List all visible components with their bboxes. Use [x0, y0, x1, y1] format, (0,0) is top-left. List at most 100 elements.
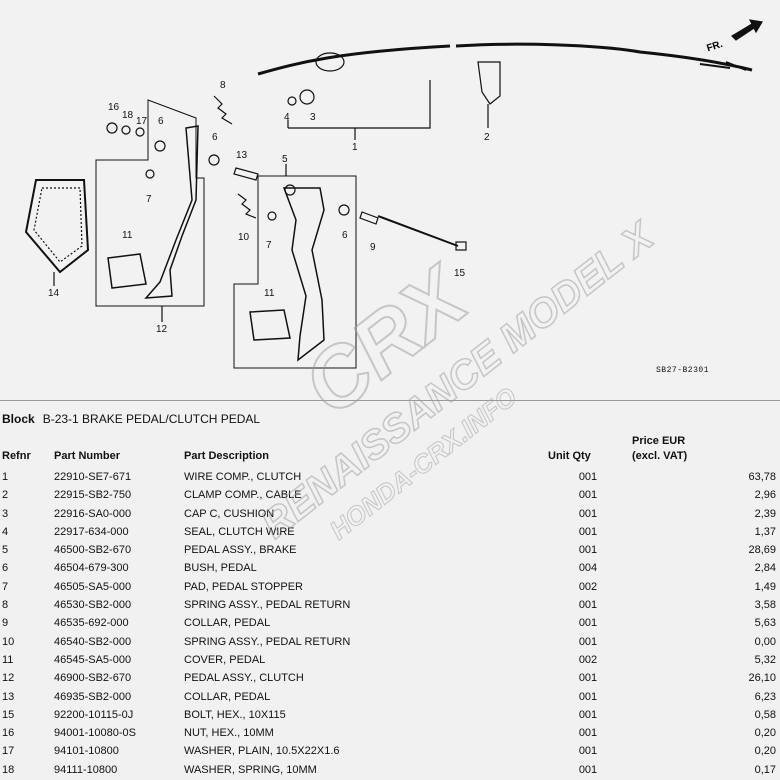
clutch-wire-outer — [455, 42, 753, 72]
callout-14: 14 — [48, 288, 60, 299]
callout-11a: 11 — [122, 230, 133, 241]
cell-unit-qty: 001 — [578, 672, 598, 685]
cell-unit-qty: 001 — [578, 599, 598, 612]
cell-description: SPRING ASSY., PEDAL RETURN — [184, 599, 351, 612]
cell-part-number: 92200-10115-0J — [54, 708, 134, 721]
cell-description: SEAL, CLUTCH WIRE — [184, 525, 295, 538]
header-part-number: Part Number — [54, 450, 121, 462]
exploded-view-drawing: SB27-B2301 FR. 1 2 3 4 5 6 6 6 7 7 8 9 1… — [24, 19, 763, 375]
cell-part-number: 46900-SB2-670 — [54, 672, 132, 685]
brake-pedal-arm — [282, 187, 325, 362]
cell-part-number: 94111-10800 — [54, 763, 118, 776]
cell-part-number: 22916-SA0-000 — [54, 507, 132, 520]
brake-pedal-cover — [249, 309, 291, 341]
washer-17 — [135, 127, 145, 137]
bush-6d — [338, 204, 350, 216]
block-label: Block — [2, 412, 35, 426]
cell-unit-qty: 001 — [578, 507, 598, 520]
cell-refnr: 3 — [2, 507, 9, 520]
cell-refnr: 2 — [2, 489, 9, 502]
callout-1: 1 — [352, 142, 358, 153]
header-unit-qty: Unit Qty — [548, 450, 591, 462]
cell-refnr: 6 — [2, 562, 9, 575]
cell-price: 28,69 — [748, 544, 776, 557]
block-heading: Block B-23-1 BRAKE PEDAL/CLUTCH PEDAL — [2, 412, 260, 426]
cell-refnr: 7 — [2, 580, 9, 593]
header-price-line1: Price EUR — [632, 435, 686, 447]
washer-18 — [121, 125, 131, 135]
cable-boot — [315, 52, 345, 72]
bush-6b — [208, 154, 220, 166]
nut-16 — [106, 122, 118, 134]
cell-refnr: 13 — [2, 690, 15, 703]
callout-7a: 7 — [146, 194, 152, 205]
cell-description: BUSH, PEDAL — [184, 562, 257, 575]
cell-refnr: 17 — [2, 745, 15, 758]
callout-17: 17 — [136, 116, 148, 127]
cell-part-number: 94101-10800 — [54, 745, 119, 758]
cell-part-number: 22915-SB2-750 — [54, 489, 132, 502]
cell-price: 2,39 — [754, 507, 776, 520]
callout-6c: 6 — [342, 230, 348, 241]
cell-refnr: 1 — [2, 471, 9, 483]
cell-description: COLLAR, PEDAL — [184, 690, 271, 703]
cell-unit-qty: 001 — [578, 617, 598, 630]
floor-mat — [24, 179, 90, 274]
cell-part-number: 46535-692-000 — [54, 617, 129, 630]
cell-description: WASHER, SPRING, 10MM — [184, 763, 317, 776]
brake-pedal-group-box — [233, 175, 357, 369]
cell-price: 2,84 — [754, 562, 776, 575]
cell-part-number: 22910-SE7-671 — [54, 471, 132, 483]
cell-unit-qty: 001 — [578, 525, 598, 538]
cell-price: 1,49 — [754, 580, 776, 593]
cell-refnr: 10 — [2, 635, 15, 648]
diagram-code: SB27-B2301 — [656, 366, 709, 375]
cell-price: 6,23 — [754, 690, 776, 703]
cell-description: NUT, HEX., 10MM — [184, 727, 274, 740]
cell-part-number: 22917-634-000 — [54, 525, 129, 538]
callout-11b: 11 — [264, 288, 275, 299]
callout-4: 4 — [284, 112, 290, 123]
bush-6a — [154, 140, 166, 152]
cell-description: PEDAL ASSY., CLUTCH — [184, 672, 304, 685]
block-title: B-23-1 BRAKE PEDAL/CLUTCH PEDAL — [42, 412, 261, 426]
cell-part-number: 46545-SA5-000 — [54, 653, 132, 666]
collar-13 — [233, 167, 259, 181]
clutch-pedal-arm — [144, 125, 199, 299]
cell-price: 5,32 — [754, 653, 776, 666]
cell-price: 3,58 — [754, 599, 776, 612]
pedal-collar — [359, 211, 379, 225]
callout-7b: 7 — [266, 240, 272, 251]
cell-description: SPRING ASSY., PEDAL RETURN — [184, 635, 351, 648]
cell-part-number: 46935-SB2-000 — [54, 690, 132, 703]
cell-unit-qty: 001 — [578, 471, 598, 483]
cell-price: 26,10 — [748, 672, 776, 685]
callout-12: 12 — [156, 324, 168, 335]
cell-unit-qty: 001 — [578, 690, 598, 703]
parts-table: Refnr Part Number Part Description Unit … — [0, 434, 780, 779]
callout-16: 16 — [108, 102, 120, 113]
bush-6c — [284, 184, 296, 196]
cell-part-number: 46530-SB2-000 — [54, 599, 132, 612]
parts-diagram: SB27-B2301 FR. 1 2 3 4 5 6 6 6 7 7 8 9 1… — [0, 19, 780, 401]
cushion-cap — [299, 89, 315, 105]
cell-description: CLAMP COMP., CABLE — [184, 489, 302, 502]
cell-unit-qty: 004 — [578, 562, 598, 575]
cell-description: COVER, PEDAL — [184, 653, 266, 666]
cell-price: 0,58 — [754, 708, 776, 721]
header-price: Price EUR(excl. VAT) — [630, 434, 780, 468]
cell-refnr: 11 — [2, 653, 14, 666]
cell-price: 2,96 — [754, 489, 776, 502]
